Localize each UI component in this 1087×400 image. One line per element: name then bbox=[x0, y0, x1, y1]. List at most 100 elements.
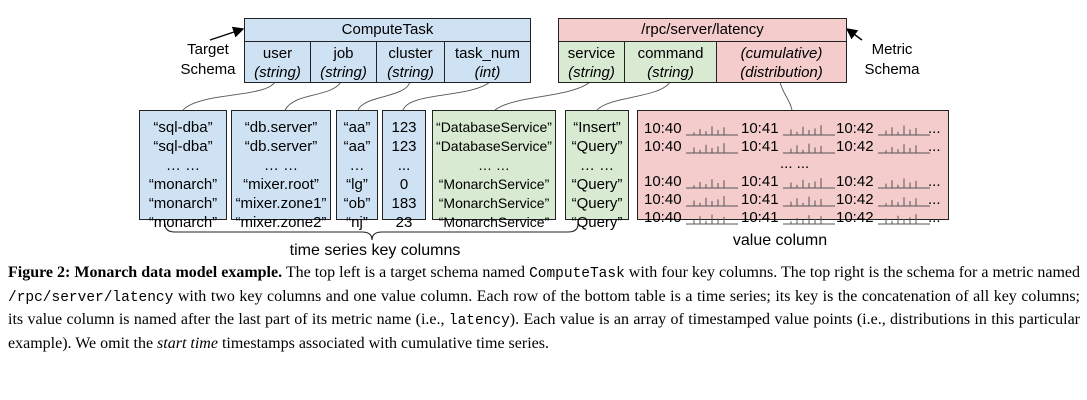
value-timestamp: 10:41 bbox=[741, 173, 779, 190]
metric-schema-arrow bbox=[845, 28, 863, 41]
metric-schema-name: /rpc/server/latency bbox=[641, 21, 764, 38]
value-timestamp: 10:41 bbox=[741, 120, 779, 137]
target-schema-label: Target Schema bbox=[172, 40, 244, 80]
schema-col-cluster: cluster (string) bbox=[376, 41, 445, 83]
metric-schema-label: Metric Schema bbox=[852, 40, 932, 80]
cell: “sql-dba” bbox=[153, 119, 213, 136]
key-columns-label: time series key columns bbox=[289, 242, 461, 259]
target-schema-label-line1: Target bbox=[187, 41, 229, 58]
connector-user bbox=[182, 81, 276, 111]
value-trailing-ellipsis: ... bbox=[928, 191, 941, 208]
distribution-sparkline bbox=[878, 144, 930, 154]
value-trailing-ellipsis: ... bbox=[928, 173, 941, 190]
figure-caption: Figure 2: Monarch data model example. Th… bbox=[8, 262, 1080, 354]
cell: “MonarchService” bbox=[438, 176, 550, 192]
connector-service bbox=[494, 81, 591, 111]
cell: “nj” bbox=[346, 214, 368, 231]
schema-col-service: service (string) bbox=[558, 41, 625, 83]
schema-col-type: (string) bbox=[320, 64, 367, 81]
target-schema-name: ComputeTask bbox=[341, 21, 434, 38]
schema-col-command: command (string) bbox=[624, 41, 717, 83]
cell: “Query” bbox=[571, 214, 623, 231]
schema-col-user: user (string) bbox=[244, 41, 311, 83]
data-col-job: “db.server” “db.server” … … “mixer.root”… bbox=[231, 110, 331, 231]
value-timestamp: 10:40 bbox=[644, 138, 682, 155]
caption-italic: start time bbox=[157, 334, 218, 352]
cell: “MonarchService” bbox=[438, 195, 550, 211]
schema-col-value: (cumulative) (distribution) bbox=[716, 41, 847, 83]
cell: “DatabaseService” bbox=[436, 138, 552, 154]
distribution-sparkline bbox=[686, 143, 738, 154]
cell: “Query” bbox=[571, 176, 623, 193]
data-col-user: “sql-dba” “sql-dba” … … “monarch” “monar… bbox=[139, 110, 227, 231]
connector-task-num bbox=[402, 81, 491, 111]
schema-col-task-num: task_num (int) bbox=[444, 41, 531, 83]
cell: “Insert” bbox=[573, 119, 621, 136]
value-timestamp: 10:42 bbox=[836, 138, 874, 155]
target-schema-label-line2: Schema bbox=[180, 61, 236, 78]
schema-col-name: service bbox=[567, 45, 616, 62]
cell: “MonarchService” bbox=[438, 214, 550, 230]
distribution-sparkline bbox=[783, 143, 835, 154]
value-timestamp: 10:41 bbox=[741, 138, 779, 155]
data-col-service: “DatabaseService” “DatabaseService” … … … bbox=[432, 110, 556, 230]
cell: 123 bbox=[391, 119, 417, 136]
schema-col-name: job bbox=[333, 45, 354, 62]
distribution-sparkline bbox=[686, 126, 738, 136]
cell: “monarch” bbox=[148, 176, 218, 193]
value-timestamp: 10:41 bbox=[741, 209, 779, 226]
figure-number: Figure 2: bbox=[8, 264, 71, 281]
caption-text: timestamps associated with cumulative ti… bbox=[217, 334, 549, 352]
cell: “sql-dba” bbox=[153, 138, 213, 155]
value-row: 10:40 10:41 10:42... bbox=[638, 138, 944, 156]
cell: 183 bbox=[391, 195, 417, 212]
distribution-sparkline bbox=[878, 178, 930, 189]
cell: “db.server” bbox=[244, 138, 318, 155]
diagram-connectors bbox=[164, 26, 863, 241]
schema-col-name: command bbox=[637, 45, 704, 62]
schema-col-type: (string) bbox=[254, 64, 301, 81]
value-timestamp: 10:42 bbox=[836, 191, 874, 208]
cell: 123 bbox=[391, 138, 417, 155]
connector-cluster bbox=[357, 81, 411, 111]
schema-col-name: task_num bbox=[454, 45, 521, 62]
value-trailing-ellipsis: ... bbox=[928, 120, 941, 137]
cell: “DatabaseService” bbox=[436, 119, 552, 135]
distribution-sparkline bbox=[783, 178, 835, 189]
schema-col-type: (string) bbox=[568, 64, 615, 81]
cell: “Query” bbox=[571, 195, 623, 212]
distribution-sparkline bbox=[878, 197, 930, 207]
distribution-sparkline bbox=[783, 196, 835, 207]
caption-code: /rpc/server/latency bbox=[8, 289, 174, 306]
value-timestamp: 10:42 bbox=[836, 209, 874, 226]
cell: … … bbox=[478, 157, 510, 173]
cell: “monarch” bbox=[148, 195, 218, 212]
schema-col-name: (cumulative) bbox=[740, 45, 823, 62]
schema-col-type: (int) bbox=[474, 64, 501, 81]
value-trailing-ellipsis: ... bbox=[928, 209, 941, 226]
connector-command bbox=[596, 81, 671, 111]
data-col-command: “Insert” “Query” … … “Query” “Query” “Qu… bbox=[565, 110, 629, 231]
data-col-task-num: 123 123 ... 0 183 23 bbox=[382, 110, 426, 231]
connector-job bbox=[284, 81, 342, 111]
metric-schema-label-line1: Metric bbox=[871, 41, 913, 58]
distribution-sparkline bbox=[686, 214, 738, 225]
cell: “mixer.zone1” bbox=[235, 195, 327, 212]
cell: “lg” bbox=[346, 176, 368, 193]
schema-col-type: (string) bbox=[387, 64, 434, 81]
cell: “db.server” bbox=[244, 119, 318, 136]
schema-col-name: user bbox=[262, 45, 293, 62]
value-timestamp: 10:40 bbox=[644, 120, 682, 137]
cell: … … bbox=[263, 157, 299, 174]
caption-text: with four key columns. The top right is … bbox=[624, 264, 1081, 281]
cell: “Query” bbox=[571, 138, 623, 155]
distribution-sparkline bbox=[878, 214, 930, 225]
value-trailing-ellipsis: ... bbox=[928, 138, 941, 155]
cell: 0 bbox=[399, 176, 409, 193]
caption-text: with two key columns and one value colum… bbox=[8, 287, 1080, 329]
figure-title: Monarch data model example. bbox=[74, 264, 283, 281]
